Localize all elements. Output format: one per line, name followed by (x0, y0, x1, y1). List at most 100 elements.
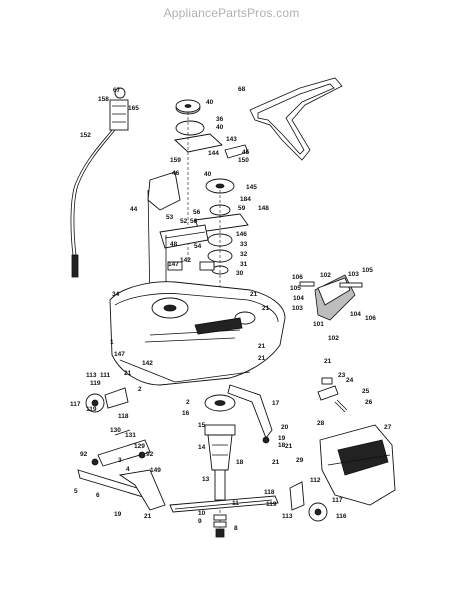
callout-103: 103 (348, 271, 359, 278)
callout-54: 54 (194, 243, 202, 250)
front-hanger-linkage (77, 429, 166, 511)
callout-67: 67 (113, 87, 121, 94)
callout-119: 119 (90, 380, 101, 387)
callout-21: 21 (324, 358, 332, 365)
callout-131: 131 (125, 432, 136, 439)
callout-105: 105 (290, 285, 301, 292)
callout-56: 56 (193, 209, 201, 216)
gauge-wheel-right (289, 481, 328, 522)
callout-48: 48 (170, 241, 178, 248)
callout-40: 40 (204, 171, 212, 178)
callout-3: 3 (118, 457, 122, 464)
callout-28: 28 (317, 420, 325, 427)
callout-15: 15 (198, 422, 206, 429)
callout-56: 56 (190, 218, 198, 225)
watermark: AppliancePartsPros.com (163, 6, 300, 20)
callout-158: 158 (98, 96, 109, 103)
callout-46: 46 (172, 170, 180, 177)
callout-145: 145 (246, 184, 257, 191)
callout-117: 117 (70, 401, 81, 408)
discharge-deflector (299, 274, 363, 321)
callout-10: 10 (198, 510, 206, 517)
callout-labels: 67 158 165 152 40 36 40 144 143 45 150 1… (70, 86, 392, 532)
idler-arm-brackets (147, 171, 215, 306)
belt-guard (319, 424, 396, 506)
callout-40: 40 (216, 124, 224, 131)
callout-17: 17 (272, 400, 280, 407)
callout-40: 40 (206, 99, 214, 106)
callout-21: 21 (262, 305, 270, 312)
callout-147: 147 (168, 261, 179, 268)
callout-45: 45 (242, 149, 250, 156)
callout-52: 52 (180, 218, 188, 225)
callout-30: 30 (236, 270, 244, 277)
callout-102: 102 (320, 272, 331, 279)
callout-18: 18 (278, 442, 286, 449)
callout-113: 113 (86, 372, 97, 379)
callout-152: 152 (80, 132, 91, 139)
callout-105: 105 (362, 267, 373, 274)
callout-23: 23 (338, 372, 346, 379)
callout-2: 2 (186, 399, 190, 406)
callout-92: 92 (146, 451, 154, 458)
callout-44: 44 (130, 206, 138, 213)
callout-106: 106 (365, 315, 376, 322)
callout-118: 118 (118, 413, 129, 420)
callout-159: 159 (170, 157, 181, 164)
callout-1: 1 (110, 339, 114, 346)
callout-118: 118 (264, 489, 275, 496)
callout-21: 21 (258, 355, 266, 362)
callout-103: 103 (292, 305, 303, 312)
callout-32: 32 (240, 251, 248, 258)
callout-113: 113 (282, 513, 293, 520)
gauge-wheel-left (85, 387, 129, 413)
callout-146: 146 (236, 231, 247, 238)
idler-pulley-stack (174, 99, 249, 260)
callout-102: 102 (328, 335, 339, 342)
callout-21: 21 (250, 291, 258, 298)
callout-29: 29 (296, 457, 304, 464)
callout-21: 21 (144, 513, 152, 520)
callout-14: 14 (198, 444, 206, 451)
anti-scalp-parts (317, 377, 348, 413)
callout-59: 59 (238, 205, 246, 212)
callout-19: 19 (278, 435, 286, 442)
callout-148: 148 (258, 205, 269, 212)
mower-blade (169, 495, 279, 513)
callout-5: 5 (74, 488, 78, 495)
callout-130: 130 (110, 427, 121, 434)
callout-21: 21 (272, 459, 280, 466)
callout-142: 142 (180, 257, 191, 264)
callout-20: 20 (281, 424, 289, 431)
callout-2: 2 (138, 386, 142, 393)
callout-149: 149 (150, 467, 161, 474)
callout-119: 119 (86, 406, 97, 413)
callout-34: 34 (112, 291, 120, 298)
callout-9: 9 (198, 518, 202, 525)
callout-16: 16 (182, 410, 190, 417)
callout-104: 104 (350, 311, 361, 318)
callout-11: 11 (232, 500, 239, 507)
rear-linkage (227, 384, 273, 444)
callout-31: 31 (240, 261, 248, 268)
callout-92: 92 (80, 451, 88, 458)
callout-26: 26 (365, 399, 373, 406)
spindle-assembly (204, 394, 236, 535)
callout-144: 144 (208, 150, 219, 157)
deck-pulley-stack (194, 178, 249, 330)
mower-deck (109, 281, 286, 386)
callout-36: 36 (216, 116, 224, 123)
callout-101: 101 (313, 321, 324, 328)
callout-18: 18 (236, 459, 244, 466)
callout-104: 104 (293, 295, 304, 302)
callout-150: 150 (238, 157, 249, 164)
callout-106: 106 (292, 274, 303, 281)
blade-hardware (213, 514, 227, 538)
callout-116: 116 (336, 513, 347, 520)
callout-24: 24 (346, 377, 354, 384)
callout-4: 4 (126, 466, 130, 473)
callout-21: 21 (258, 343, 266, 350)
callout-53: 53 (166, 214, 174, 221)
callout-111: 111 (100, 372, 111, 379)
